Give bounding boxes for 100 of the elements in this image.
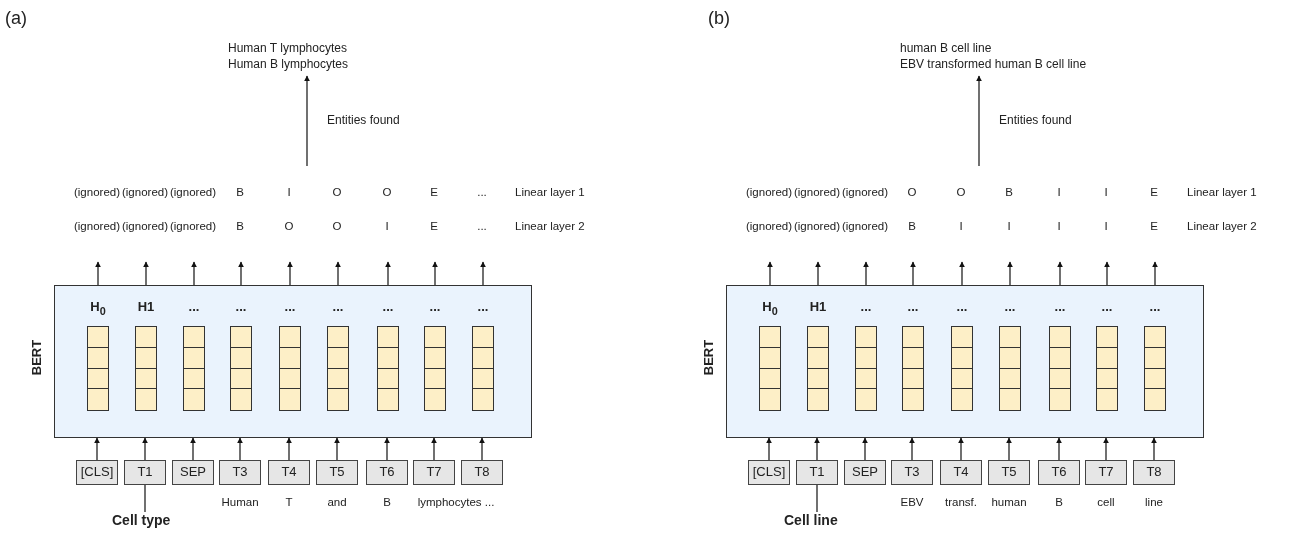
tag-label: (ignored): [74, 186, 120, 198]
tag-label: B: [908, 220, 916, 232]
token-box: T6: [366, 460, 408, 485]
tag-label: (ignored): [794, 220, 840, 232]
arrow: [1151, 437, 1157, 461]
tag-label: (ignored): [746, 220, 792, 232]
arrow: [479, 437, 485, 461]
layer-label: Linear layer 1: [1187, 186, 1257, 198]
arrow: [766, 437, 772, 461]
tag-label: (ignored): [842, 220, 888, 232]
arrow: [814, 437, 820, 461]
token-box: T6: [1038, 460, 1080, 485]
tag-label: (ignored): [842, 186, 888, 198]
arrow: [143, 261, 149, 286]
model-label: BERT: [701, 339, 717, 376]
tag-label: (ignored): [122, 220, 168, 232]
token-box: T4: [268, 460, 310, 485]
tag-label: I: [1104, 220, 1108, 232]
tag-label: I: [287, 186, 291, 198]
entity-text: human B cell line: [900, 40, 992, 56]
token-box: T3: [891, 460, 933, 485]
tag-label: B: [1005, 186, 1013, 198]
tag-label: I: [1007, 220, 1011, 232]
annotation-text: Cell type: [112, 512, 171, 528]
hidden-state-label: ...: [382, 299, 394, 314]
token-box: T1: [796, 460, 838, 485]
token-box: T7: [413, 460, 455, 485]
hidden-state-label: ...: [332, 299, 344, 314]
token-box: T5: [316, 460, 358, 485]
hidden-state-label: ...: [429, 299, 441, 314]
tag-label: E: [430, 186, 438, 198]
tag-label: ...: [477, 186, 487, 198]
tag-label: (ignored): [74, 220, 120, 232]
token-box: T8: [461, 460, 503, 485]
arrow: [1057, 261, 1063, 286]
tag-label: B: [236, 186, 244, 198]
arrow: [1152, 261, 1158, 286]
arrow: [385, 261, 391, 286]
arrow: [976, 75, 982, 167]
arrow: [384, 437, 390, 461]
arrow: [480, 261, 486, 286]
token-word: B: [383, 496, 391, 508]
arrow: [304, 75, 310, 167]
hidden-state-label: ...: [1101, 299, 1113, 314]
token-box: T7: [1085, 460, 1127, 485]
tag-label: ...: [477, 220, 487, 232]
token-word: and: [327, 496, 347, 508]
leader-line: [144, 484, 146, 513]
hidden-state-label: ...: [477, 299, 489, 314]
arrow: [286, 437, 292, 461]
arrow: [191, 261, 197, 286]
token-word: line: [1145, 496, 1163, 508]
arrow: [335, 261, 341, 286]
layer-label: Linear layer 2: [515, 220, 585, 232]
token-box: [CLS]: [76, 460, 118, 485]
hidden-state-label: ...: [1149, 299, 1161, 314]
arrow: [190, 437, 196, 461]
tag-label: O: [907, 186, 917, 198]
tag-label: (ignored): [794, 186, 840, 198]
tag-label: B: [236, 220, 244, 232]
tag-label: O: [332, 186, 342, 198]
arrow: [334, 437, 340, 461]
layer-label: Linear layer 2: [1187, 220, 1257, 232]
entity-text: EBV transformed human B cell line: [900, 56, 1087, 72]
token-box: SEP: [172, 460, 214, 485]
tag-label: O: [284, 220, 294, 232]
arrow: [1103, 437, 1109, 461]
arrow: [94, 437, 100, 461]
hidden-state-label: ...: [1004, 299, 1016, 314]
token-word: cell: [1097, 496, 1115, 508]
arrow: [958, 437, 964, 461]
token-box: T1: [124, 460, 166, 485]
tag-label: I: [385, 220, 389, 232]
entity-text: Human T lymphocytes: [228, 40, 347, 56]
arrow: [862, 437, 868, 461]
arrow: [1104, 261, 1110, 286]
hidden-state-label: H1: [809, 299, 827, 314]
arrow: [238, 261, 244, 286]
tag-label: E: [1150, 220, 1158, 232]
token-word: EBV: [900, 496, 924, 508]
token-box: T4: [940, 460, 982, 485]
hidden-state-label: ...: [284, 299, 296, 314]
hidden-state-label: ...: [907, 299, 919, 314]
token-word: Human: [221, 496, 259, 508]
tag-label: (ignored): [746, 186, 792, 198]
model-label: BERT: [29, 339, 45, 376]
hidden-state-label: ...: [1054, 299, 1066, 314]
panel-label: (a): [5, 8, 27, 29]
arrow: [432, 261, 438, 286]
tag-label: O: [382, 186, 392, 198]
tag-label: I: [1057, 186, 1061, 198]
hidden-state-label: H$_{0}$: [762, 299, 778, 317]
arrow: [815, 261, 821, 286]
tag-label: O: [956, 186, 966, 198]
hidden-state-label: H1: [137, 299, 155, 314]
token-word: human: [991, 496, 1027, 508]
panel-label: (b): [708, 8, 730, 29]
arrow: [95, 261, 101, 286]
token-box: T8: [1133, 460, 1175, 485]
arrow: [910, 261, 916, 286]
